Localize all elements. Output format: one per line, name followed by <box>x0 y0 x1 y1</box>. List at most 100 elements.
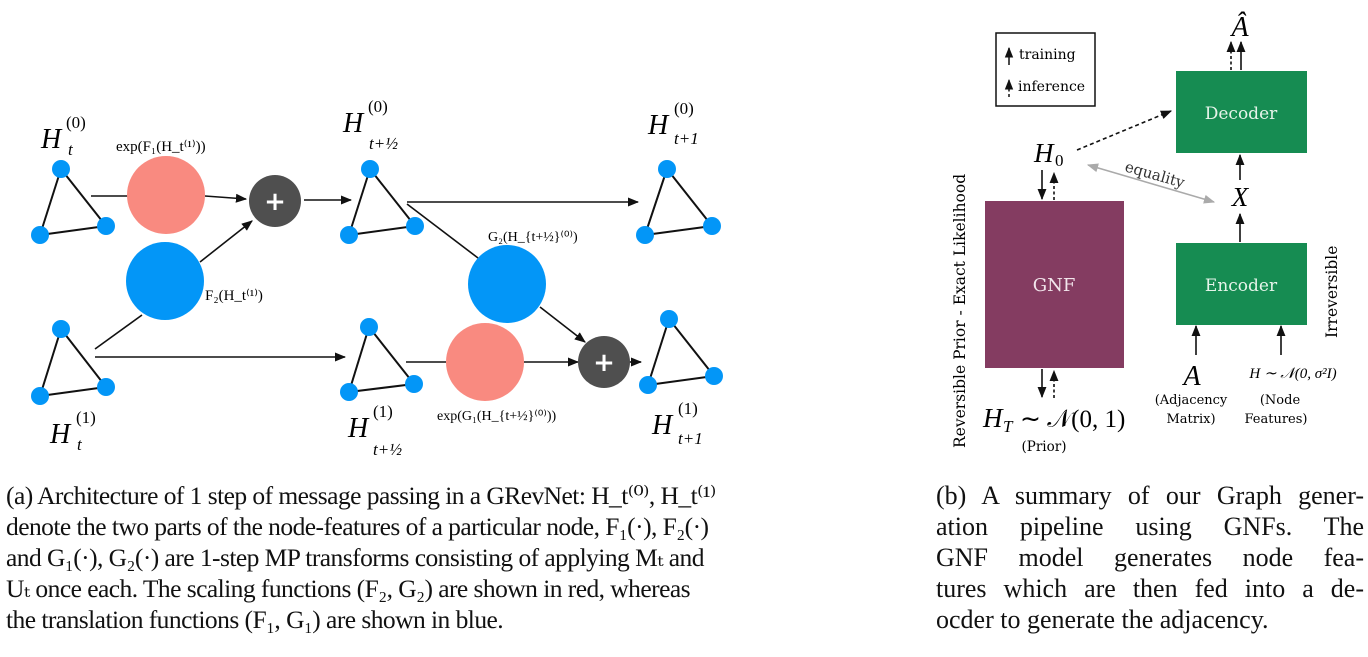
legend-training: training <box>1019 47 1076 63</box>
figure-b: training inference Reversible Prior - Ex… <box>951 12 1341 455</box>
caption-b-line: (b) A summary of our Graph gener- <box>936 481 1364 510</box>
svg-text:(1): (1) <box>373 402 393 421</box>
plus-icon: + <box>264 187 286 217</box>
edge-g2-to-sum2 <box>539 306 586 343</box>
svg-text:0: 0 <box>1055 151 1064 170</box>
graph-node <box>639 376 657 394</box>
caption-a-line: and G₁(·), G₂(·) are 1-step MP transform… <box>6 543 704 572</box>
graph-node <box>360 318 378 336</box>
label-h-half0: H (0) t+½ <box>342 97 398 153</box>
translation-node-g2 <box>468 245 546 323</box>
label-exp-f1: exp(F₁(H_t⁽¹⁾)) <box>116 139 206 155</box>
graph-node <box>405 375 423 393</box>
gnf-label: GNF <box>1033 275 1076 296</box>
svg-text:t+½: t+½ <box>369 134 398 153</box>
legend: training inference <box>995 32 1096 107</box>
caption-b-line: ation pipeline using GNFs. The <box>936 512 1364 541</box>
svg-text:H: H <box>1033 138 1055 168</box>
svg-text:t: t <box>68 140 74 159</box>
caption-b-line: tures which are then fed into a de- <box>936 574 1364 603</box>
label-a-hat: Â <box>1229 12 1249 43</box>
gnf-block <box>985 201 1124 368</box>
graph-node <box>97 217 115 235</box>
svg-text:H: H <box>347 413 370 444</box>
graph-node <box>52 320 70 338</box>
svg-text:Features): Features) <box>1244 412 1307 427</box>
label-x: X <box>1231 182 1250 212</box>
label-h-t1: H (1) t <box>49 408 96 454</box>
plus-icon: + <box>593 348 615 378</box>
graph-h-t0 <box>31 160 115 244</box>
scaling-node-exp-g1 <box>446 323 524 401</box>
label-h-next1: H (1) t+1 <box>651 399 703 448</box>
label-reversible-prior: Reversible Prior - Exact Likelihood <box>951 174 969 448</box>
graph-h-next1 <box>639 310 723 394</box>
graph-h-half0 <box>340 160 424 244</box>
equality-arrow <box>1086 163 1216 204</box>
edge-h1-to-f2 <box>94 314 143 350</box>
graph-node <box>52 160 70 178</box>
label-h-next0: H (0) t+1 <box>647 99 699 148</box>
caption-a-line: denote the two parts of the node-feature… <box>6 512 709 541</box>
svg-text:A: A <box>1181 361 1201 392</box>
label-equality: equality <box>1123 158 1187 192</box>
caption-b: (b) A summary of our Graph gener- ation … <box>936 480 1364 635</box>
caption-a-line: the translation functions (F₁, G₁) are s… <box>6 605 504 634</box>
graph-node <box>361 160 379 178</box>
label-a-adjacency: A (Adjacency Matrix) <box>1155 361 1228 427</box>
svg-text:(0): (0) <box>674 99 694 118</box>
label-h0: H 0 <box>1033 138 1064 170</box>
svg-text:(0): (0) <box>66 113 86 132</box>
caption-a-line: (a) Architecture of 1 step of message pa… <box>6 481 716 510</box>
caption-a: (a) Architecture of 1 step of message pa… <box>6 480 916 635</box>
label-g2: G₂(H_{t+½}⁽⁰⁾) <box>488 230 578 245</box>
label-irreversible: Irreversible <box>1323 246 1341 338</box>
graph-node <box>31 226 49 244</box>
figure-a: + + H (0) t H (1) t H (0) t+½ <box>31 97 723 459</box>
graph-node <box>703 217 721 235</box>
graph-node <box>97 378 115 396</box>
svg-text:(0): (0) <box>368 97 388 116</box>
svg-text:H: H <box>982 403 1004 433</box>
sum-node-2: + <box>578 336 630 388</box>
svg-text:∼ 𝒩(0, 1): ∼ 𝒩(0, 1) <box>1020 406 1125 433</box>
graph-node <box>636 226 654 244</box>
label-ht-prior: H T ∼ 𝒩(0, 1) (Prior) <box>982 403 1125 455</box>
decoder-block <box>1176 71 1307 153</box>
graph-node <box>660 310 678 328</box>
svg-text:H: H <box>49 419 72 450</box>
caption-a-line: Uₜ once each. The scaling functions (F₂,… <box>6 574 691 603</box>
caption-b-line: ocder to generate the adjacency. <box>936 605 1269 634</box>
graph-node <box>705 367 723 385</box>
graph-node <box>31 387 49 405</box>
svg-text:H: H <box>342 108 365 139</box>
graph-node <box>406 217 424 235</box>
graph-node <box>340 383 358 401</box>
caption-b-line: GNF model generates node fea- <box>936 543 1364 572</box>
svg-text:H: H <box>651 410 674 441</box>
svg-text:H: H <box>40 124 63 155</box>
label-h-t0: H (0) t <box>40 113 86 159</box>
svg-text:H ∼ 𝒩(0, σ²I): H ∼ 𝒩(0, σ²I) <box>1248 366 1336 382</box>
svg-text:t: t <box>77 435 83 454</box>
svg-text:H: H <box>647 110 670 141</box>
svg-text:t+1: t+1 <box>678 429 703 448</box>
graph-h-half1 <box>340 318 423 401</box>
svg-text:(Prior): (Prior) <box>1022 439 1067 455</box>
label-f2: F₂(H_t⁽¹⁾) <box>205 288 263 304</box>
edge-expf1-to-sum1 <box>204 193 248 203</box>
arrow-h0-to-decoder-inference <box>1076 110 1173 151</box>
label-h-half1: H (1) t+½ <box>347 402 402 459</box>
sum-node-1: + <box>249 175 301 227</box>
svg-text:T: T <box>1003 417 1014 436</box>
diagram-canvas: + + H (0) t H (1) t H (0) t+½ <box>31 12 1341 459</box>
encoder-label: Encoder <box>1205 276 1278 296</box>
encoder-block <box>1176 243 1307 325</box>
svg-text:t+1: t+1 <box>674 129 699 148</box>
legend-inference: inference <box>1018 79 1085 95</box>
graph-node <box>340 226 358 244</box>
label-exp-g1: exp(G₁(H_{t+½}⁽⁰⁾)) <box>437 409 557 424</box>
translation-node-f2 <box>126 242 204 320</box>
edge-f2-to-sum1 <box>199 220 253 263</box>
scaling-node-exp-f1 <box>127 156 205 234</box>
